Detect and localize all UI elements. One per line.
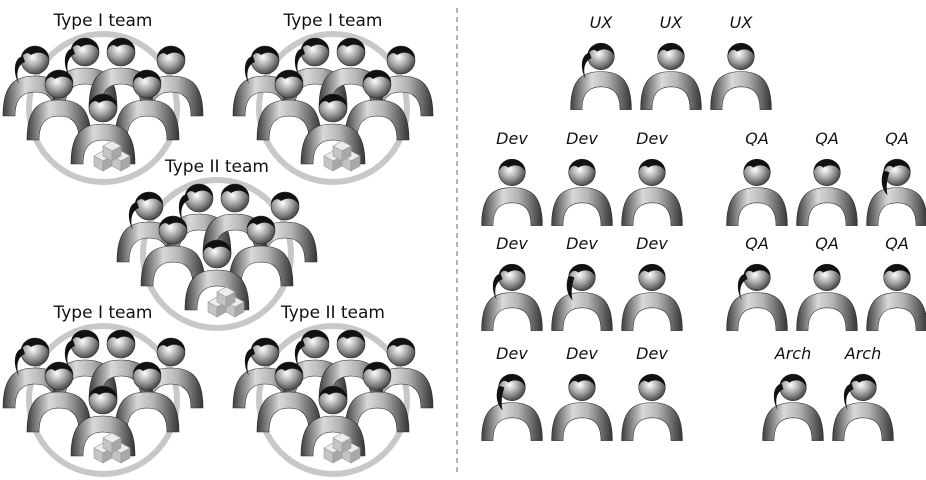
team-members <box>2 329 204 464</box>
team-cluster: Type I team <box>232 11 434 185</box>
team-ring <box>256 31 410 185</box>
cube-stack-icon <box>93 432 131 464</box>
role-label: Dev <box>496 344 528 363</box>
role-label: Dev <box>636 129 668 148</box>
role-group-ux: UX UX UX <box>570 13 772 110</box>
role-label: QA <box>745 129 769 148</box>
person-icon <box>26 69 92 141</box>
role-label: UX <box>590 13 614 32</box>
person-icon <box>300 385 366 457</box>
role-label: QA <box>745 234 769 253</box>
team-ring <box>26 31 180 185</box>
role-label: QA <box>885 234 909 253</box>
role-group-dev: Dev Dev Dev <box>481 129 683 226</box>
person-icon <box>184 239 250 311</box>
role-label: Arch <box>774 344 811 363</box>
person-icon <box>640 42 702 110</box>
person-icon <box>114 361 180 433</box>
team-cluster: Type I team <box>2 11 204 185</box>
cube-stack-icon <box>207 286 245 318</box>
role-label: UX <box>730 13 754 32</box>
role-label: UX <box>660 13 684 32</box>
role-label: Dev <box>566 234 598 253</box>
team-cluster: Type II team <box>116 157 318 331</box>
person-icon <box>140 215 206 287</box>
person-icon <box>726 263 788 331</box>
person-icon <box>551 373 613 441</box>
left-panel-teams: Type I team Type I team Type II team Typ… <box>2 11 434 477</box>
person-icon <box>551 263 613 331</box>
person-icon <box>256 361 322 433</box>
person-icon <box>344 361 410 433</box>
cube-stack-icon <box>323 140 361 172</box>
person-icon <box>762 373 824 441</box>
person-icon <box>70 93 136 165</box>
role-label: Dev <box>496 234 528 253</box>
person-icon <box>621 158 683 226</box>
role-label: Dev <box>636 344 668 363</box>
person-icon <box>481 263 543 331</box>
team-members <box>232 329 434 464</box>
person-icon <box>866 263 926 331</box>
role-label: Dev <box>496 129 528 148</box>
person-icon <box>481 158 543 226</box>
team-members <box>116 183 318 318</box>
person-icon <box>796 158 858 226</box>
role-label: Dev <box>566 129 598 148</box>
person-icon <box>26 361 92 433</box>
person-icon <box>832 373 894 441</box>
person-icon <box>228 215 294 287</box>
person-icon <box>796 263 858 331</box>
cube-stack-icon <box>93 140 131 172</box>
team-label: Type I team <box>53 303 153 323</box>
role-group-qa: QA QA QA <box>726 129 926 226</box>
role-label: Dev <box>566 344 598 363</box>
person-icon <box>481 373 543 441</box>
team-label: Type II team <box>164 157 269 177</box>
person-icon <box>70 385 136 457</box>
person-icon <box>866 158 926 226</box>
team-ring <box>256 323 410 477</box>
team-label: Type II team <box>280 303 385 323</box>
team-label: Type I team <box>283 11 383 31</box>
person-icon <box>570 42 632 110</box>
role-group-dev: Dev Dev Dev <box>481 344 683 441</box>
team-cluster: Type II team <box>232 303 434 477</box>
role-group-dev: Dev Dev Dev <box>481 234 683 331</box>
role-label: Arch <box>844 344 881 363</box>
person-icon <box>344 69 410 141</box>
team-ring <box>26 323 180 477</box>
role-group-arch: Arch Arch <box>762 344 894 441</box>
cube-stack-icon <box>323 432 361 464</box>
team-members <box>232 37 434 172</box>
person-icon <box>621 263 683 331</box>
team-label: Type I team <box>53 11 153 31</box>
role-label: QA <box>815 129 839 148</box>
team-ring <box>140 177 294 331</box>
role-label: QA <box>885 129 909 148</box>
person-icon <box>300 93 366 165</box>
person-icon <box>551 158 613 226</box>
team-cluster: Type I team <box>2 303 204 477</box>
role-group-qa: QA QA QA <box>726 234 926 331</box>
team-members <box>2 37 204 172</box>
person-icon <box>726 158 788 226</box>
role-label: QA <box>815 234 839 253</box>
person-icon <box>621 373 683 441</box>
person-icon <box>710 42 772 110</box>
role-label: Dev <box>636 234 668 253</box>
person-icon <box>114 69 180 141</box>
